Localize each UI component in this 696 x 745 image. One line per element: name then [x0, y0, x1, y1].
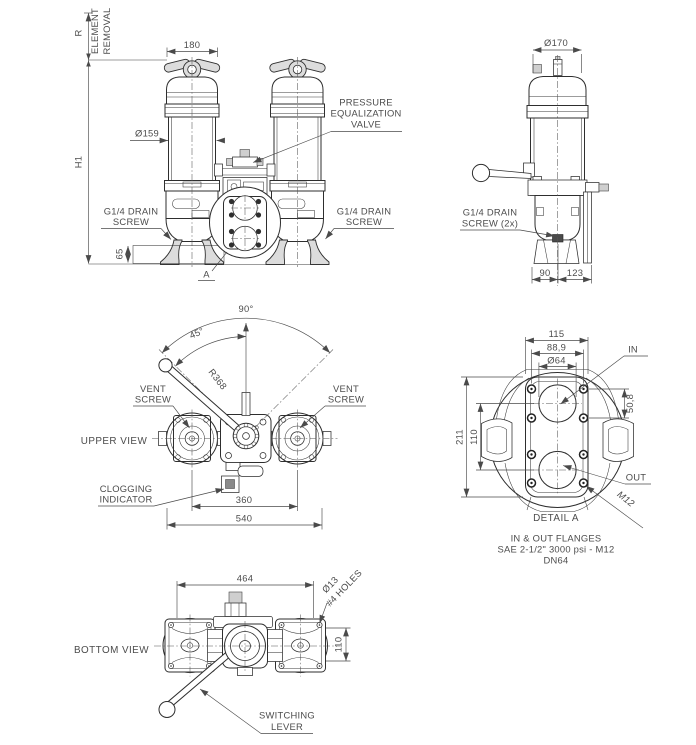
vent-left-line1: VENT — [140, 383, 166, 394]
drain-left-line1: G1/4 DRAIN — [104, 206, 159, 217]
detail-a-view: 115 88,9 Ø64 IN 50,8 — [454, 328, 651, 566]
front-view: 180 R ELEMENT REMOVAL H1 Ø159 65 G1/4 — [73, 8, 402, 281]
bottom-view-title: BOTTOM VIEW — [74, 645, 149, 656]
upper-center-mechanism — [232, 392, 260, 450]
vent-right-line2: SCREW — [328, 394, 364, 405]
section-marker-a: A — [198, 251, 228, 281]
label-pev: PRESSURE EQUALIZATION VALVE — [252, 97, 402, 163]
bottom-top-fitting — [228, 591, 243, 604]
dim-115: 115 — [525, 328, 589, 374]
dim-d64-label: Ø64 — [547, 355, 565, 366]
front-center-manifold — [209, 177, 281, 259]
bottom-lever-ball — [158, 701, 176, 718]
dim-h1-label: H1 — [73, 156, 84, 168]
label-holes: Ø13 #4 HOLES — [319, 567, 364, 624]
pressure-equalization-valve — [239, 149, 250, 158]
clogging-line2: INDICATOR — [100, 494, 153, 505]
side-lever-ball — [471, 163, 491, 183]
upper-view-title: UPPER VIEW — [81, 436, 148, 447]
label-vent-right: VENT SCREW — [299, 383, 366, 429]
pev-line1: PRESSURE — [339, 97, 393, 108]
angle-45-label: 45° — [188, 325, 206, 341]
dim-65-label: 65 — [114, 249, 125, 260]
element-removal-label-1: ELEMENT — [89, 8, 100, 54]
label-in: IN — [560, 344, 648, 405]
drain-left-line2: SCREW — [113, 216, 149, 227]
label-out: OUT — [562, 465, 651, 485]
port-in-label: IN — [628, 344, 638, 355]
section-a-label: A — [203, 269, 210, 280]
upper-view: 90° 45° R368 VENT SCREW VENT SCREW UPPER… — [81, 303, 366, 530]
switching-lever-line1: SWITCHING — [259, 710, 315, 721]
side-view: Ø170 G1/4 DRAIN SCREW (2x) 90 123 — [460, 37, 609, 286]
dim-211-label: 211 — [454, 429, 465, 445]
dim-90-label: 90 — [540, 267, 551, 278]
dim-d159: Ø159 — [130, 128, 225, 144]
pev-line3: VALVE — [351, 119, 381, 130]
dim-r-label: R — [73, 29, 84, 36]
dim-889: 88,9 — [531, 342, 584, 384]
drain-right-line2: SCREW — [346, 216, 382, 227]
radius-r368-label: R368 — [206, 366, 229, 391]
dim-464: 464 — [176, 573, 314, 618]
label-drain-left: G1/4 DRAIN SCREW — [101, 206, 172, 240]
label-vent-left: VENT SCREW — [133, 383, 190, 429]
angle-90-label: 90° — [239, 303, 254, 314]
detail-a-note3: DN64 — [544, 555, 569, 566]
dim-508: 50,8 — [589, 388, 635, 419]
dim-110-bottom: 110 — [326, 627, 351, 662]
dim-d170-label: Ø170 — [544, 37, 568, 48]
label-drain-right: G1/4 DRAIN SCREW — [325, 206, 394, 240]
dim-110-detail-label: 110 — [468, 429, 479, 445]
dim-211: 211 — [454, 376, 523, 498]
dim-d170: Ø170 — [532, 37, 582, 73]
element-removal-label-2: REMOVAL — [101, 8, 112, 55]
dim-464-label: 464 — [237, 573, 253, 584]
side-clogging-indicator-port — [585, 182, 600, 193]
label-m12: M12 — [585, 485, 644, 529]
dim-90-123: 90 123 — [531, 244, 592, 284]
drain-2x-line1: G1/4 DRAIN — [463, 207, 518, 218]
label-switching-lever: SWITCHING LEVER — [199, 688, 315, 734]
thread-m12-label: M12 — [615, 488, 637, 509]
dim-110-bottom-label: 110 — [333, 637, 344, 653]
vent-left-line2: SCREW — [135, 394, 171, 405]
dim-r-h1: R ELEMENT REMOVAL H1 — [73, 8, 167, 264]
bottom-view: 464 110 Ø13 #4 HOLES SWITCHING LEVER BOT… — [74, 567, 364, 734]
upper-clogging-indicator — [221, 462, 264, 493]
dim-65: 65 — [114, 245, 131, 263]
dim-508-label: 50,8 — [624, 394, 635, 413]
detail-a-port-in — [538, 384, 577, 423]
dim-angles: 90° 45° R368 — [161, 303, 331, 392]
detail-a-title: DETAIL A — [533, 513, 579, 524]
dim-540-label: 540 — [236, 513, 252, 524]
drain-2x-line2: SCREW (2x) — [462, 218, 518, 229]
side-housing — [471, 55, 609, 286]
switching-lever-line2: LEVER — [271, 721, 303, 732]
dim-123-label: 123 — [567, 267, 583, 278]
vent-right-line1: VENT — [333, 383, 359, 394]
front-drain-tray — [132, 245, 225, 264]
clogging-line1: CLOGGING — [100, 483, 153, 494]
port-out-label: OUT — [626, 472, 647, 483]
pev-line2: EQUALIZATION — [330, 108, 401, 119]
label-drain-2x: G1/4 DRAIN SCREW (2x) — [460, 207, 555, 238]
front-equalization-piping — [214, 149, 276, 177]
dim-360-label: 360 — [236, 494, 252, 505]
dim-110-detail: 110 — [468, 403, 534, 471]
label-clogging-indicator: CLOGGING INDICATOR — [98, 483, 225, 507]
dim-889-label: 88,9 — [547, 342, 566, 353]
detail-a-note1: IN & OUT FLANGES — [511, 533, 602, 544]
dim-d64: Ø64 — [538, 355, 577, 397]
detail-a-note2: SAE 2-1/2" 3000 psi - M12 — [498, 544, 615, 555]
dim-180: 180 — [166, 39, 218, 57]
dim-115-label: 115 — [549, 328, 565, 339]
dim-360-540: 360 540 — [166, 470, 323, 530]
drain-right-line1: G1/4 DRAIN — [337, 206, 392, 217]
dim-180-label: 180 — [184, 39, 200, 50]
dim-d159-label: Ø159 — [135, 128, 159, 139]
